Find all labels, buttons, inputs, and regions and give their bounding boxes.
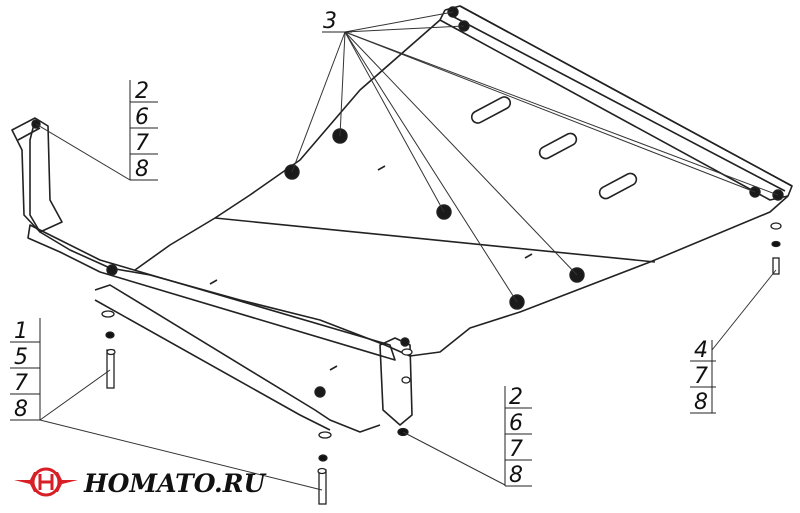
- leader-lines: [35, 11, 779, 491]
- callout-3: 3: [322, 9, 352, 34]
- callout-3-number: 3: [323, 9, 337, 34]
- callout-upper-left-2: 7: [135, 131, 149, 156]
- callout-right-0: 4: [694, 338, 708, 363]
- callout-lower-left: 1 5 7 8: [10, 318, 41, 422]
- plate-left-edge: [134, 19, 656, 271]
- callout-lower-left-3: 8: [14, 397, 28, 422]
- callout-lower-left-2: 7: [14, 371, 28, 396]
- front-crossmember: [27, 224, 396, 361]
- skid-plate: [11, 5, 793, 433]
- callout-upper-left-1: 6: [135, 105, 149, 130]
- logo-text: HOMATO.RU: [83, 469, 267, 498]
- plate-outline: [29, 5, 793, 357]
- bolt-stack-right: [770, 222, 782, 275]
- callout-lower-center-2: 7: [509, 437, 523, 462]
- right-bracket: [379, 337, 413, 426]
- bolt-stack-left: [101, 310, 116, 389]
- callout-right-2: 8: [694, 390, 708, 415]
- callout-upper-left-0: 2: [135, 79, 149, 104]
- bolt-stack-bottom: [317, 431, 332, 505]
- callout-lower-center-3: 8: [509, 463, 523, 488]
- callout-lower-center-0: 2: [509, 385, 523, 410]
- left-bracket: [11, 117, 63, 233]
- callout-lower-center: 2 6 7 8: [504, 385, 532, 488]
- callout-lower-left-0: 1: [14, 319, 28, 344]
- plate-slots: [470, 96, 638, 200]
- fastener-pads: [31, 6, 784, 398]
- callout-right: 4 7 8: [690, 338, 716, 415]
- callout-upper-left-3: 8: [135, 157, 149, 182]
- plate-marks: [209, 165, 533, 371]
- hardware-stacks: [101, 222, 782, 505]
- homato-logo: HOMATO.RU: [14, 467, 267, 498]
- lower-rail: [94, 284, 381, 433]
- logo-emblem: [14, 467, 78, 497]
- callout-upper-left: 2 6 7 8: [129, 79, 158, 182]
- callout-lower-left-1: 5: [14, 345, 28, 370]
- callout-right-1: 7: [694, 364, 708, 389]
- callout-lower-center-1: 6: [509, 411, 523, 436]
